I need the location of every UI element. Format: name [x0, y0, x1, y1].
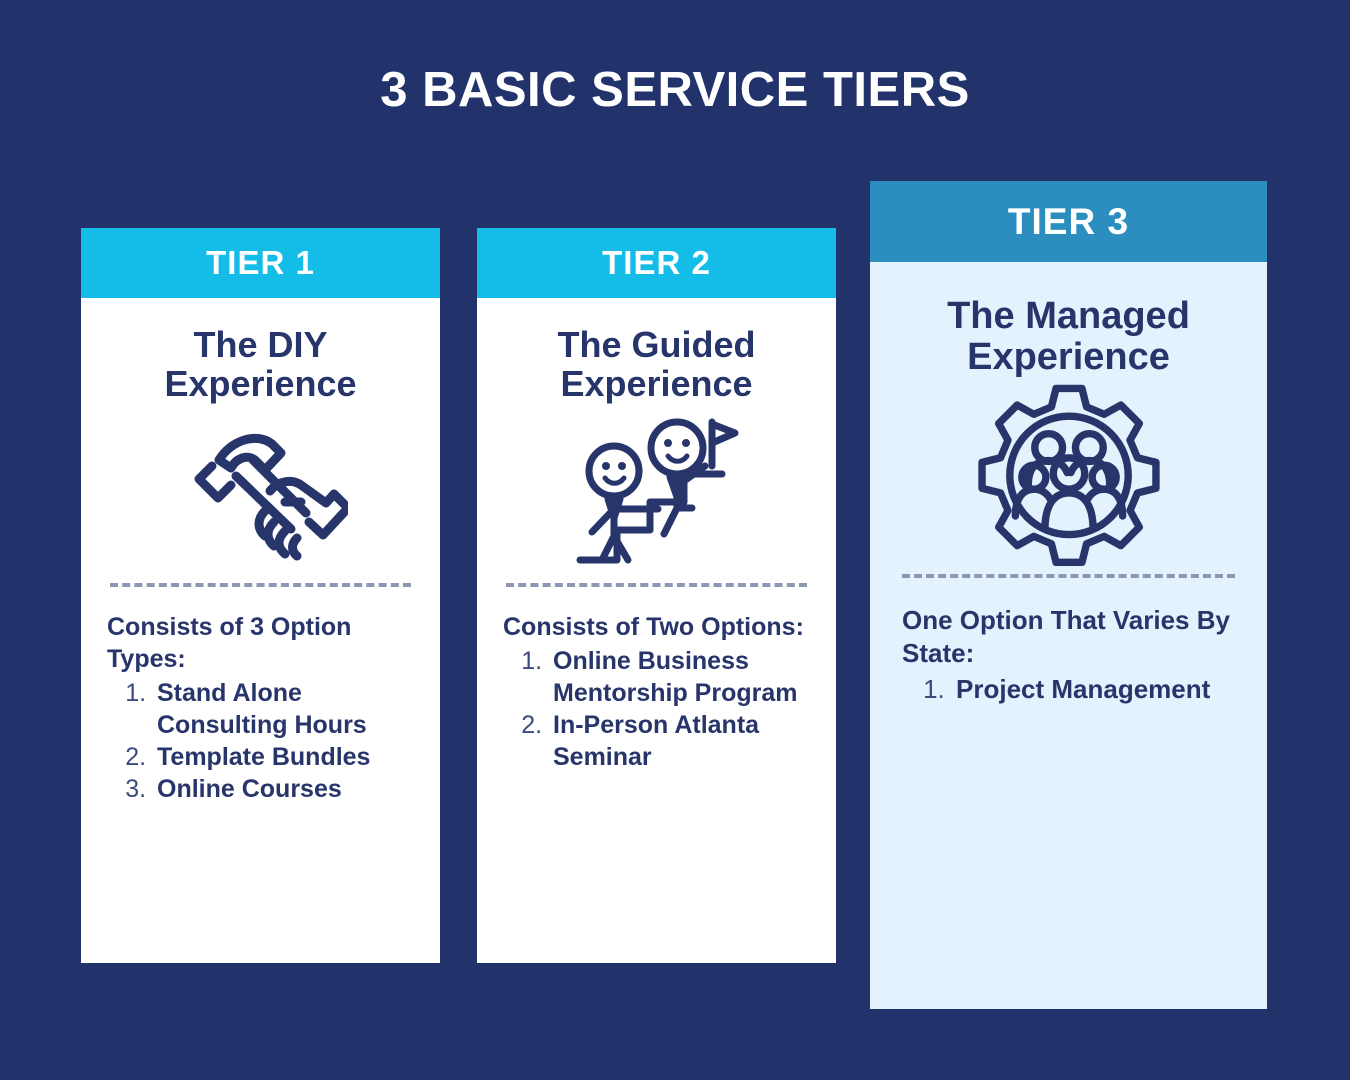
tier-2-option-list: Online Business Mentorship Program In-Pe… — [497, 645, 816, 773]
tier-3-card: TIER 3 The Managed Experience — [870, 181, 1267, 1009]
tier-2-card: TIER 2 The Guided Experience — [477, 228, 836, 963]
tier-1-card: TIER 1 The DIY Experience — [81, 228, 440, 963]
tier-1-lead: Consists of 3 Option Types: — [107, 612, 352, 673]
tier-2-body: The Guided Experience — [477, 298, 836, 963]
tier-2-lead: Consists of Two Options: — [503, 612, 804, 641]
tier-1-body: The DIY Experience — [81, 298, 440, 963]
tier-2-divider — [506, 582, 807, 587]
tier-3-option-list: Project Management — [894, 673, 1243, 706]
tier-1-subtitle: The DIY Experience — [164, 324, 357, 404]
tier-1-divider — [110, 582, 411, 587]
list-item: Online Business Mentorship Program — [549, 645, 816, 709]
list-item: Stand Alone Consulting Hours — [153, 677, 420, 741]
list-item: Online Courses — [153, 773, 420, 805]
tier-3-lead: One Option That Varies By State: — [902, 605, 1230, 669]
tier-1-header: TIER 1 — [81, 228, 440, 298]
tier-3-divider — [902, 574, 1235, 579]
tier-3-body: The Managed Experience — [870, 262, 1267, 1009]
page-title: 3 BASIC SERVICE TIERS — [380, 63, 970, 117]
tier-3-header: TIER 3 — [870, 181, 1267, 262]
list-item: Template Bundles — [153, 741, 420, 773]
tier-3-subtitle: The Managed Experience — [947, 295, 1190, 379]
list-item: Project Management — [952, 673, 1243, 706]
hammer-handshake-icon — [101, 404, 420, 579]
gear-team-icon — [894, 378, 1243, 568]
tier-2-subtitle: The Guided Experience — [557, 324, 756, 404]
mentor-stairs-icon — [497, 404, 816, 579]
list-item: In-Person Atlanta Seminar — [549, 709, 816, 773]
tier-2-header: TIER 2 — [477, 228, 836, 298]
tier-1-option-list: Stand Alone Consulting Hours Template Bu… — [101, 677, 420, 805]
